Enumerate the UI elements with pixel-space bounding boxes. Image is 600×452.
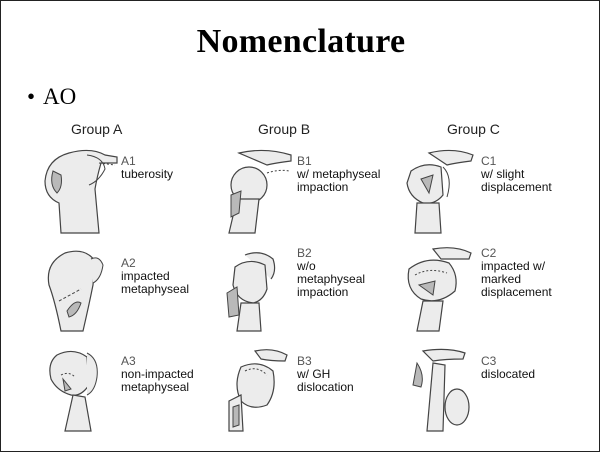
panel-b2: B2 w/o metaphyseal impaction <box>215 245 405 335</box>
caption-b3-line-2: dislocation <box>297 381 354 394</box>
group-a-heading: Group A <box>71 121 122 137</box>
panel-a3: A3 non-impacted metaphyseal <box>39 345 229 435</box>
caption-c2-line-3: displacement <box>481 286 552 299</box>
caption-a3: A3 non-impacted metaphyseal <box>121 355 194 394</box>
panel-c2: C2 impacted w/ marked displacement <box>399 245 589 335</box>
shoulder-c3-illustration <box>399 345 479 435</box>
bullet-item: •AO <box>27 84 76 110</box>
shoulder-a1-illustration <box>39 147 119 237</box>
shoulder-c2-illustration <box>399 245 479 335</box>
shoulder-b1-illustration <box>215 147 295 237</box>
group-b-heading: Group B <box>258 121 310 137</box>
group-c-heading: Group C <box>447 121 500 137</box>
caption-b3: B3 w/ GH dislocation <box>297 355 354 394</box>
panel-b1: B1 w/ metaphyseal impaction <box>215 147 405 237</box>
panel-b3: B3 w/ GH dislocation <box>215 345 405 435</box>
caption-c3-line-1: dislocated <box>481 368 535 381</box>
caption-b2: B2 w/o metaphyseal impaction <box>297 247 365 299</box>
caption-b2-line-3: impaction <box>297 286 365 299</box>
caption-a3-line-2: metaphyseal <box>121 381 194 394</box>
shoulder-c1-illustration <box>399 147 479 237</box>
bullet-text: AO <box>43 84 76 109</box>
slide-title: Nomenclature <box>1 23 600 61</box>
caption-c3: C3 dislocated <box>481 355 535 381</box>
shoulder-a3-illustration <box>39 345 119 435</box>
caption-c2: C2 impacted w/ marked displacement <box>481 247 552 299</box>
bullet-dot-icon: • <box>27 84 43 110</box>
caption-a1: A1 tuberosity <box>121 155 173 181</box>
caption-c1-line-2: displacement <box>481 181 552 194</box>
shoulder-b2-illustration <box>215 245 295 335</box>
shoulder-b3-illustration <box>215 345 295 435</box>
panel-a2: A2 impacted metaphyseal <box>39 245 229 335</box>
caption-b1: B1 w/ metaphyseal impaction <box>297 155 380 194</box>
panel-c3: C3 dislocated <box>399 345 589 435</box>
panel-a1: A1 tuberosity <box>39 147 229 237</box>
caption-a1-line-1: tuberosity <box>121 168 173 181</box>
caption-a2-line-2: metaphyseal <box>121 283 189 296</box>
caption-c1: C1 w/ slight displacement <box>481 155 552 194</box>
caption-b1-line-2: impaction <box>297 181 380 194</box>
caption-a2: A2 impacted metaphyseal <box>121 257 189 296</box>
panel-c1: C1 w/ slight displacement <box>399 147 589 237</box>
shoulder-a2-illustration <box>39 245 119 335</box>
